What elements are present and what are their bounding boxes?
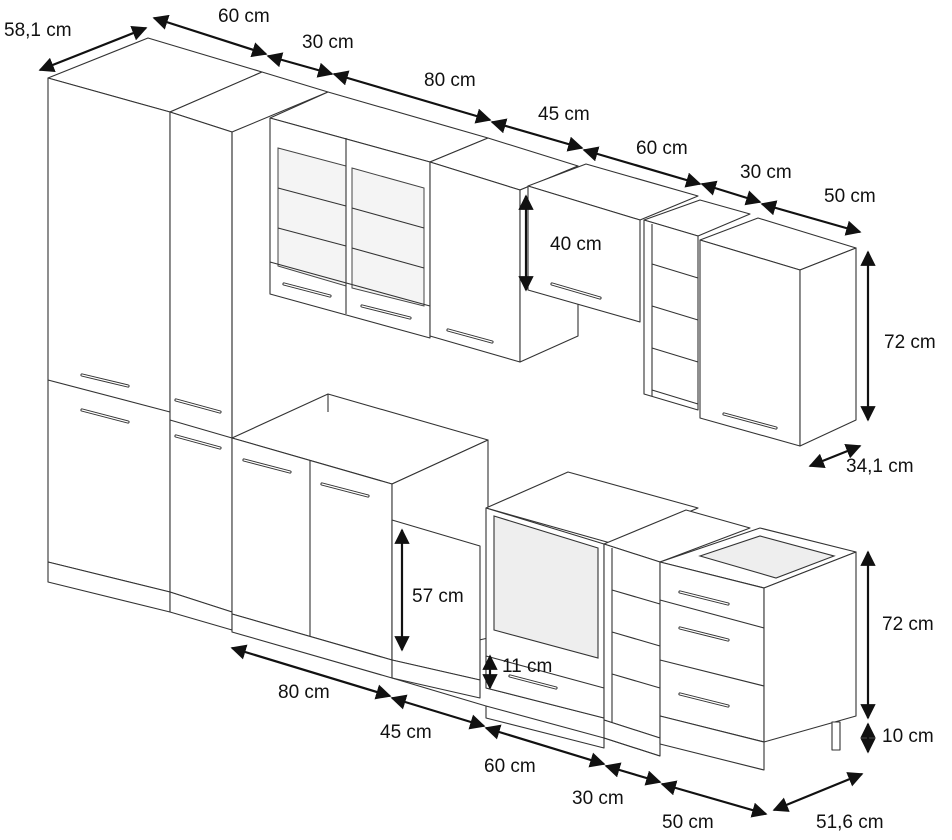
label-base-50: 50 cm — [662, 812, 714, 833]
label-wall-height-72: 72 cm — [884, 332, 936, 353]
label-base-45: 45 cm — [380, 722, 432, 743]
wall-glass-cabinet — [269, 91, 489, 339]
label-base-60: 60 cm — [484, 756, 536, 777]
wall-flap-cabinet — [527, 163, 699, 323]
label-depth-tall: 58,1 cm — [4, 20, 72, 41]
label-base-depth: 51,6 cm — [816, 812, 884, 833]
dimension-labels: 58,1 cm 60 cm 30 cm 80 cm 45 cm 60 cm 30… — [4, 6, 936, 833]
label-top-60b: 60 cm — [636, 138, 688, 159]
label-top-45: 45 cm — [538, 104, 590, 125]
label-wall-height-40: 40 cm — [550, 234, 602, 255]
cabinet-leg — [831, 721, 841, 751]
dimension-arrows — [38, 14, 876, 818]
base-open-shelf — [603, 509, 751, 757]
wall-open-shelf — [643, 199, 751, 411]
label-base-30: 30 cm — [572, 788, 624, 809]
label-top-60: 60 cm — [218, 6, 270, 27]
label-drawer-11: 11 cm — [502, 656, 552, 677]
drawer-base-50 — [659, 527, 857, 771]
label-wall-depth: 34,1 cm — [846, 456, 914, 477]
label-plinth-10: 10 cm — [882, 726, 934, 747]
label-base-height-57: 57 cm — [412, 586, 464, 607]
base-cabinet-45 — [391, 439, 489, 699]
label-top-50: 50 cm — [824, 186, 876, 207]
wall-cabinet-50 — [699, 217, 857, 447]
label-top-30: 30 cm — [302, 32, 354, 53]
label-base-80: 80 cm — [278, 682, 330, 703]
label-top-80: 80 cm — [424, 70, 476, 91]
label-top-30b: 30 cm — [740, 162, 792, 183]
label-base-height-72: 72 cm — [882, 614, 934, 635]
tall-cabinet-right — [169, 71, 329, 631]
